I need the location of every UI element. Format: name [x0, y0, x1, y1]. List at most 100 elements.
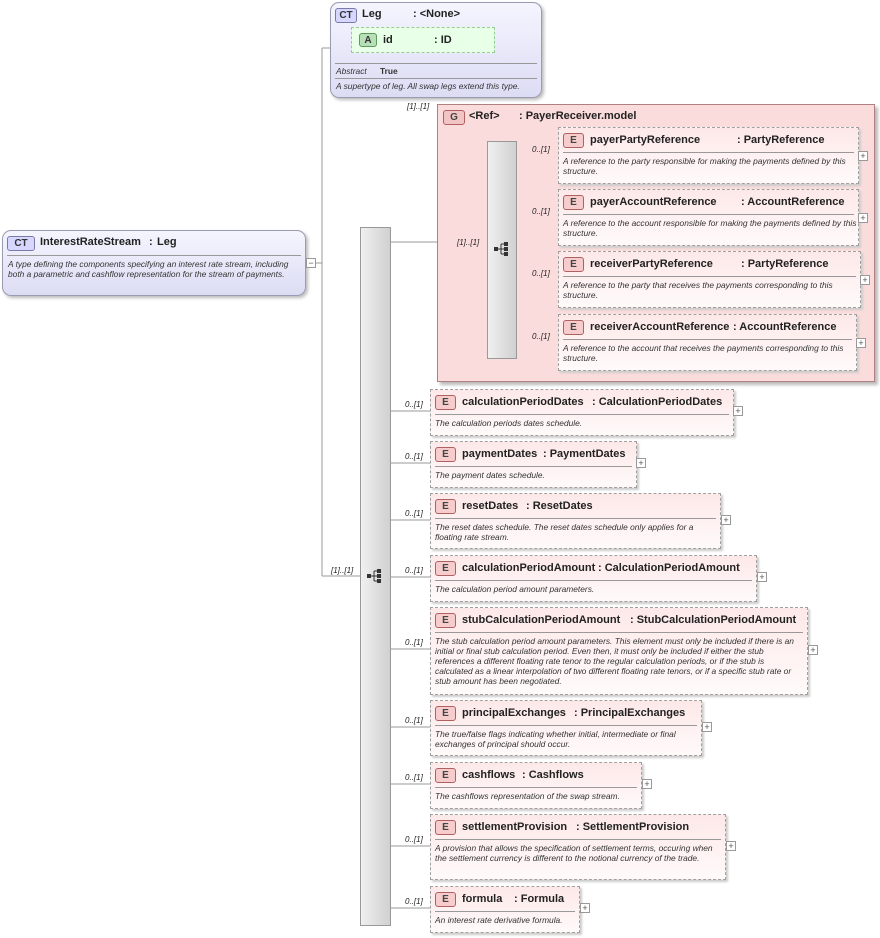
element-badge-label: E [442, 449, 449, 460]
element-type: : PartyReference [737, 134, 825, 146]
element-type: : Cashflows [522, 769, 584, 781]
expand-toggle[interactable]: + [757, 572, 767, 582]
element-payer-account-reference[interactable]: E payerAccountReference : AccountReferen… [558, 189, 859, 246]
element-receiver-party-reference[interactable]: E receiverPartyReference : PartyReferenc… [558, 251, 861, 308]
base-name: Leg [362, 8, 382, 20]
element-icon: E [435, 395, 456, 410]
element-description: The payment dates schedule. [435, 470, 545, 480]
divider [435, 839, 721, 840]
abstract-label: Abstract [336, 66, 367, 76]
element-name: receiverPartyReference [590, 258, 713, 270]
element-badge-label: E [570, 197, 577, 208]
expand-toggle[interactable]: + [858, 151, 868, 161]
divider [563, 214, 854, 215]
attribute-id[interactable]: A id : ID [351, 27, 495, 53]
element-type: : CalculationPeriodDates [592, 396, 723, 408]
element-cardinality: 0..[1] [532, 269, 550, 278]
expand-symbol: + [723, 515, 729, 525]
element-cashflows[interactable]: E cashflows : Cashflows The cashflows re… [430, 762, 642, 809]
element-badge-label: E [442, 615, 449, 626]
element-cardinality: 0..[1] [532, 145, 550, 154]
expand-symbol: + [759, 572, 765, 582]
element-badge-label: E [570, 135, 577, 146]
element-type: : StubCalculationPeriodAmount [630, 614, 797, 626]
element-badge-label: E [442, 563, 449, 574]
base-type-leg[interactable]: CT Leg : <None> A id : ID Abstract True … [330, 2, 542, 98]
element-formula[interactable]: E formula : Formula An interest rate der… [430, 886, 580, 933]
expand-toggle[interactable]: + [858, 213, 868, 223]
divider [563, 276, 856, 277]
element-description: A reference to the account responsible f… [563, 218, 857, 238]
expand-symbol: + [638, 458, 644, 468]
element-icon: E [435, 561, 456, 576]
element-receiver-account-reference[interactable]: E receiverAccountReference : AccountRefe… [558, 314, 857, 371]
element-icon: E [435, 499, 456, 514]
element-cardinality: 0..[1] [405, 566, 423, 575]
element-description: The true/false flags indicating whether … [435, 729, 676, 749]
attribute-name: id [383, 34, 393, 46]
group-sequence-icon [494, 241, 510, 257]
expand-toggle[interactable]: + [580, 903, 590, 913]
divider [7, 255, 301, 256]
expand-toggle[interactable]: + [856, 338, 866, 348]
root-description: A type defining the components specifyin… [8, 259, 289, 279]
element-description: A reference to the account that receives… [563, 343, 844, 363]
expand-toggle[interactable]: + [860, 275, 870, 285]
collapse-toggle[interactable]: − [306, 258, 316, 268]
element-type: : PartyReference [741, 258, 829, 270]
divider [435, 518, 716, 519]
element-name: formula [462, 893, 503, 905]
expand-symbol: + [704, 722, 710, 732]
element-name: cashflows [462, 769, 516, 781]
element-settlement-provision[interactable]: E settlementProvision : SettlementProvis… [430, 814, 726, 880]
element-reset-dates[interactable]: E resetDates : ResetDates The reset date… [430, 493, 721, 549]
expand-toggle[interactable]: + [636, 458, 646, 468]
element-description: The stub calculation period amount param… [435, 636, 794, 686]
expand-toggle[interactable]: + [721, 515, 731, 525]
element-payment-dates[interactable]: E paymentDates : PaymentDates The paymen… [430, 441, 637, 488]
expand-toggle[interactable]: + [808, 645, 818, 655]
divider [563, 339, 852, 340]
expand-toggle[interactable]: + [733, 406, 743, 416]
root-sep: : [149, 236, 153, 248]
element-cardinality: 0..[1] [405, 716, 423, 725]
group-badge-label: G [450, 112, 458, 123]
element-description: An interest rate derivative formula. [435, 915, 563, 925]
element-name: paymentDates [462, 448, 538, 460]
element-cardinality: 0..[1] [405, 638, 423, 647]
expand-toggle[interactable]: + [642, 779, 652, 789]
divider [435, 632, 803, 633]
expand-toggle[interactable]: + [726, 841, 736, 851]
complex-type-icon: CT [7, 236, 35, 251]
element-badge-label: E [570, 322, 577, 333]
collapse-symbol: − [308, 258, 314, 268]
element-icon: E [435, 768, 456, 783]
element-name: settlementProvision [462, 821, 568, 833]
divider [435, 466, 632, 467]
root-name: InterestRateStream [40, 236, 141, 248]
element-type: : PrincipalExchanges [574, 707, 686, 719]
element-calculation-period-amount[interactable]: E calculationPeriodAmount : CalculationP… [430, 555, 757, 602]
element-description: The cashflows representation of the swap… [435, 791, 620, 801]
element-name: calculationPeriodAmount [462, 562, 596, 574]
divider [563, 152, 854, 153]
element-stub-calculation-period-amount[interactable]: E stubCalculationPeriodAmount : StubCalc… [430, 607, 808, 695]
element-badge-label: E [442, 397, 449, 408]
base-type: : <None> [413, 8, 461, 20]
element-icon: E [435, 706, 456, 721]
element-badge-label: E [442, 708, 449, 719]
sequence-icon [367, 568, 383, 584]
element-description: The calculation period amount parameters… [435, 584, 595, 594]
root-type: Leg [157, 236, 177, 248]
element-payer-party-reference[interactable]: E payerPartyReference : PartyReference A… [558, 127, 859, 184]
element-badge-label: E [442, 894, 449, 905]
root-complex-type[interactable]: CT InterestRateStream : Leg A type defin… [2, 230, 306, 296]
sequence-cardinality: [1]..[1] [331, 566, 354, 575]
expand-toggle[interactable]: + [702, 722, 712, 732]
complex-type-icon: CT [335, 8, 357, 23]
element-principal-exchanges[interactable]: E principalExchanges : PrincipalExchange… [430, 700, 702, 756]
attribute-badge-label: A [364, 35, 372, 46]
element-calculation-period-dates[interactable]: E calculationPeriodDates : CalculationPe… [430, 389, 734, 436]
element-type: : SettlementProvision [576, 821, 690, 833]
expand-symbol: + [644, 779, 650, 789]
